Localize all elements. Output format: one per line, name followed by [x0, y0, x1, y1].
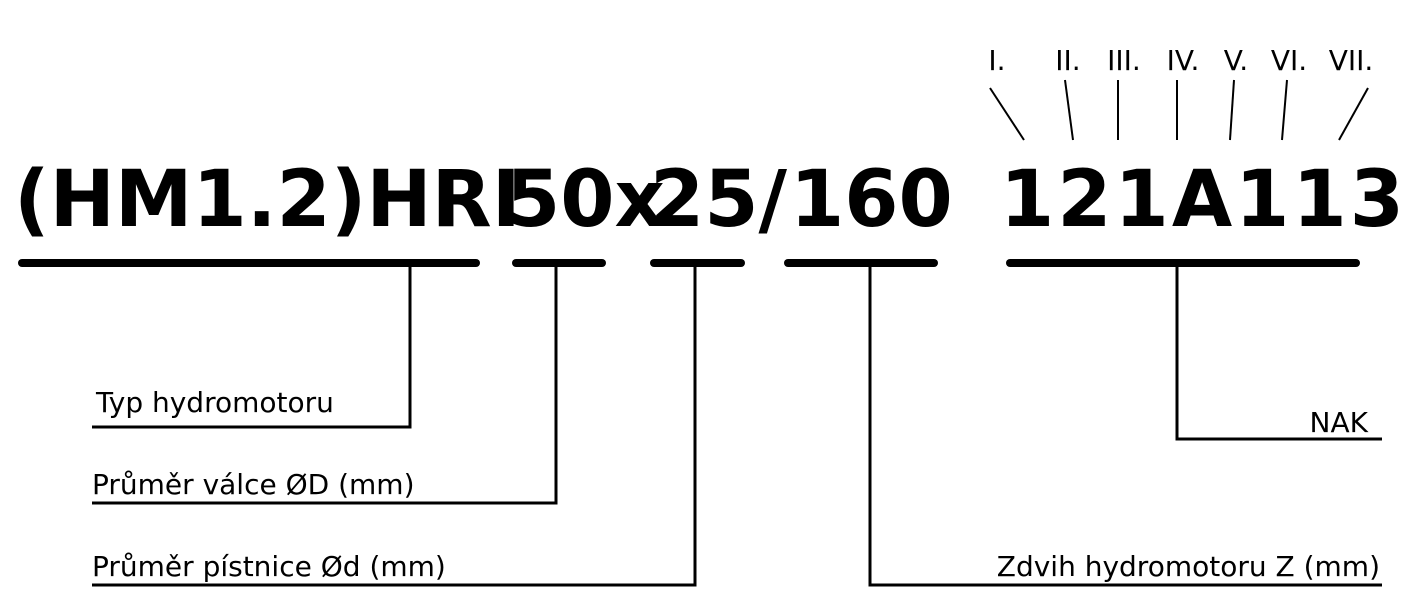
- leader-2: [1064, 79, 1074, 141]
- roman-2: II.: [1055, 44, 1080, 77]
- label-bore: Průměr válce ØD (mm): [92, 468, 415, 501]
- roman-3: III.: [1107, 44, 1141, 77]
- roman-1: I.: [988, 44, 1005, 77]
- leader-1: [989, 87, 1025, 141]
- roman-7: VII.: [1329, 44, 1374, 77]
- connector-rod: [92, 263, 697, 587]
- code-stroke: 160: [790, 155, 953, 245]
- label-suffix: NAK: [1310, 406, 1369, 439]
- label-type: Typ hydromotoru: [95, 386, 334, 419]
- roman-6: VI.: [1271, 44, 1307, 77]
- connector-type: [92, 263, 412, 429]
- connector-suffix: [1175, 263, 1382, 441]
- label-stroke: Zdvih hydromotoru Z (mm): [997, 550, 1380, 583]
- leader-6: [1281, 79, 1288, 141]
- code-rod: 25/: [650, 155, 788, 245]
- connector-stroke: [868, 263, 1382, 587]
- roman-4: IV.: [1167, 44, 1200, 77]
- roman-5: V.: [1224, 44, 1248, 77]
- code-type: (HM1.2)HRI: [14, 155, 521, 245]
- code-suffix: 121A113: [1000, 155, 1407, 245]
- label-rod: Průměr pístnice Ød (mm): [92, 550, 446, 583]
- connector-bore: [92, 263, 558, 505]
- leader-7: [1338, 87, 1369, 141]
- code-bore: 50x: [506, 155, 665, 245]
- leader-5: [1229, 79, 1235, 141]
